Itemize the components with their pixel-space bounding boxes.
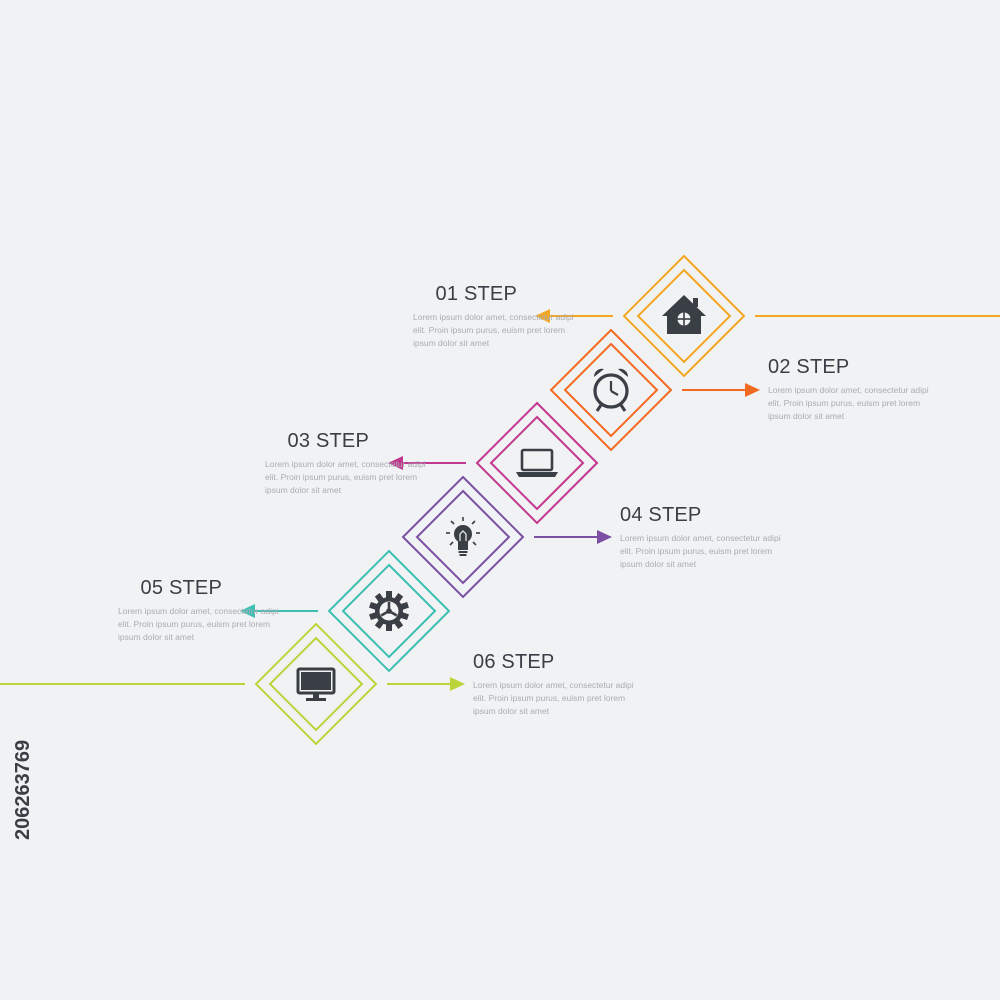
step-6-description: Lorem ipsum dolor amet, consectetur adip…: [473, 680, 634, 716]
step-5-title: 05 STEP: [140, 577, 222, 599]
step-3-arrowhead: [388, 456, 403, 470]
step-2-title: 02 STEP: [768, 356, 850, 378]
step-5-description: Lorem ipsum dolor amet, consectetur adip…: [118, 606, 279, 642]
step-3-outer-diamond: [475, 401, 599, 525]
monitor-icon: [296, 667, 336, 701]
step-3-text: 03 STEP Lorem ipsum dolor amet, consecte…: [265, 430, 426, 497]
step-4-title: 04 STEP: [620, 504, 702, 526]
step-5-outer-diamond: [327, 549, 451, 673]
step-3-description: Lorem ipsum dolor amet, consectetur adip…: [265, 459, 426, 495]
step-6-inner-diamond: [268, 636, 364, 732]
laptop-icon: [516, 448, 558, 477]
lightbulb-icon: [446, 517, 480, 556]
step-4-outer-diamond: [401, 475, 525, 599]
step-2-description: Lorem ipsum dolor amet, consectetur adip…: [768, 385, 929, 421]
step-1-description: Lorem ipsum dolor amet, consectetur adip…: [413, 312, 574, 348]
step-1-arrowhead: [535, 309, 550, 323]
home-icon: [662, 295, 706, 334]
step-2-arrowhead: [745, 383, 760, 397]
step-4-text: 04 STEP Lorem ipsum dolor amet, consecte…: [620, 504, 781, 571]
step-6-text: 06 STEP Lorem ipsum dolor amet, consecte…: [473, 651, 634, 718]
step-1-inner-diamond: [636, 268, 732, 364]
step-6-arrowhead: [450, 677, 465, 691]
step-6-title: 06 STEP: [473, 651, 555, 673]
step-2-inner-diamond: [563, 342, 659, 438]
step-5-text: 05 STEP Lorem ipsum dolor amet, consecte…: [118, 577, 279, 644]
step-1-outer-diamond: [622, 254, 746, 378]
step-1-text: 01 STEP Lorem ipsum dolor amet, consecte…: [413, 283, 574, 350]
step-4-inner-diamond: [415, 489, 511, 585]
step-3-inner-diamond: [489, 415, 585, 511]
stock-id-label: 206263769: [12, 739, 34, 840]
step-1-title: 01 STEP: [435, 283, 517, 305]
step-2-outer-diamond: [549, 328, 673, 452]
step-5-arrowhead: [240, 604, 255, 618]
gear-icon: [369, 591, 409, 631]
alarm-clock-icon: [593, 368, 629, 412]
step-4-description: Lorem ipsum dolor amet, consectetur adip…: [620, 533, 781, 569]
step-5-inner-diamond: [341, 563, 437, 659]
step-2-text: 02 STEP Lorem ipsum dolor amet, consecte…: [768, 356, 929, 423]
step-3-title: 03 STEP: [287, 430, 369, 452]
step-4-arrowhead: [597, 530, 612, 544]
step-6-outer-diamond: [254, 622, 378, 746]
